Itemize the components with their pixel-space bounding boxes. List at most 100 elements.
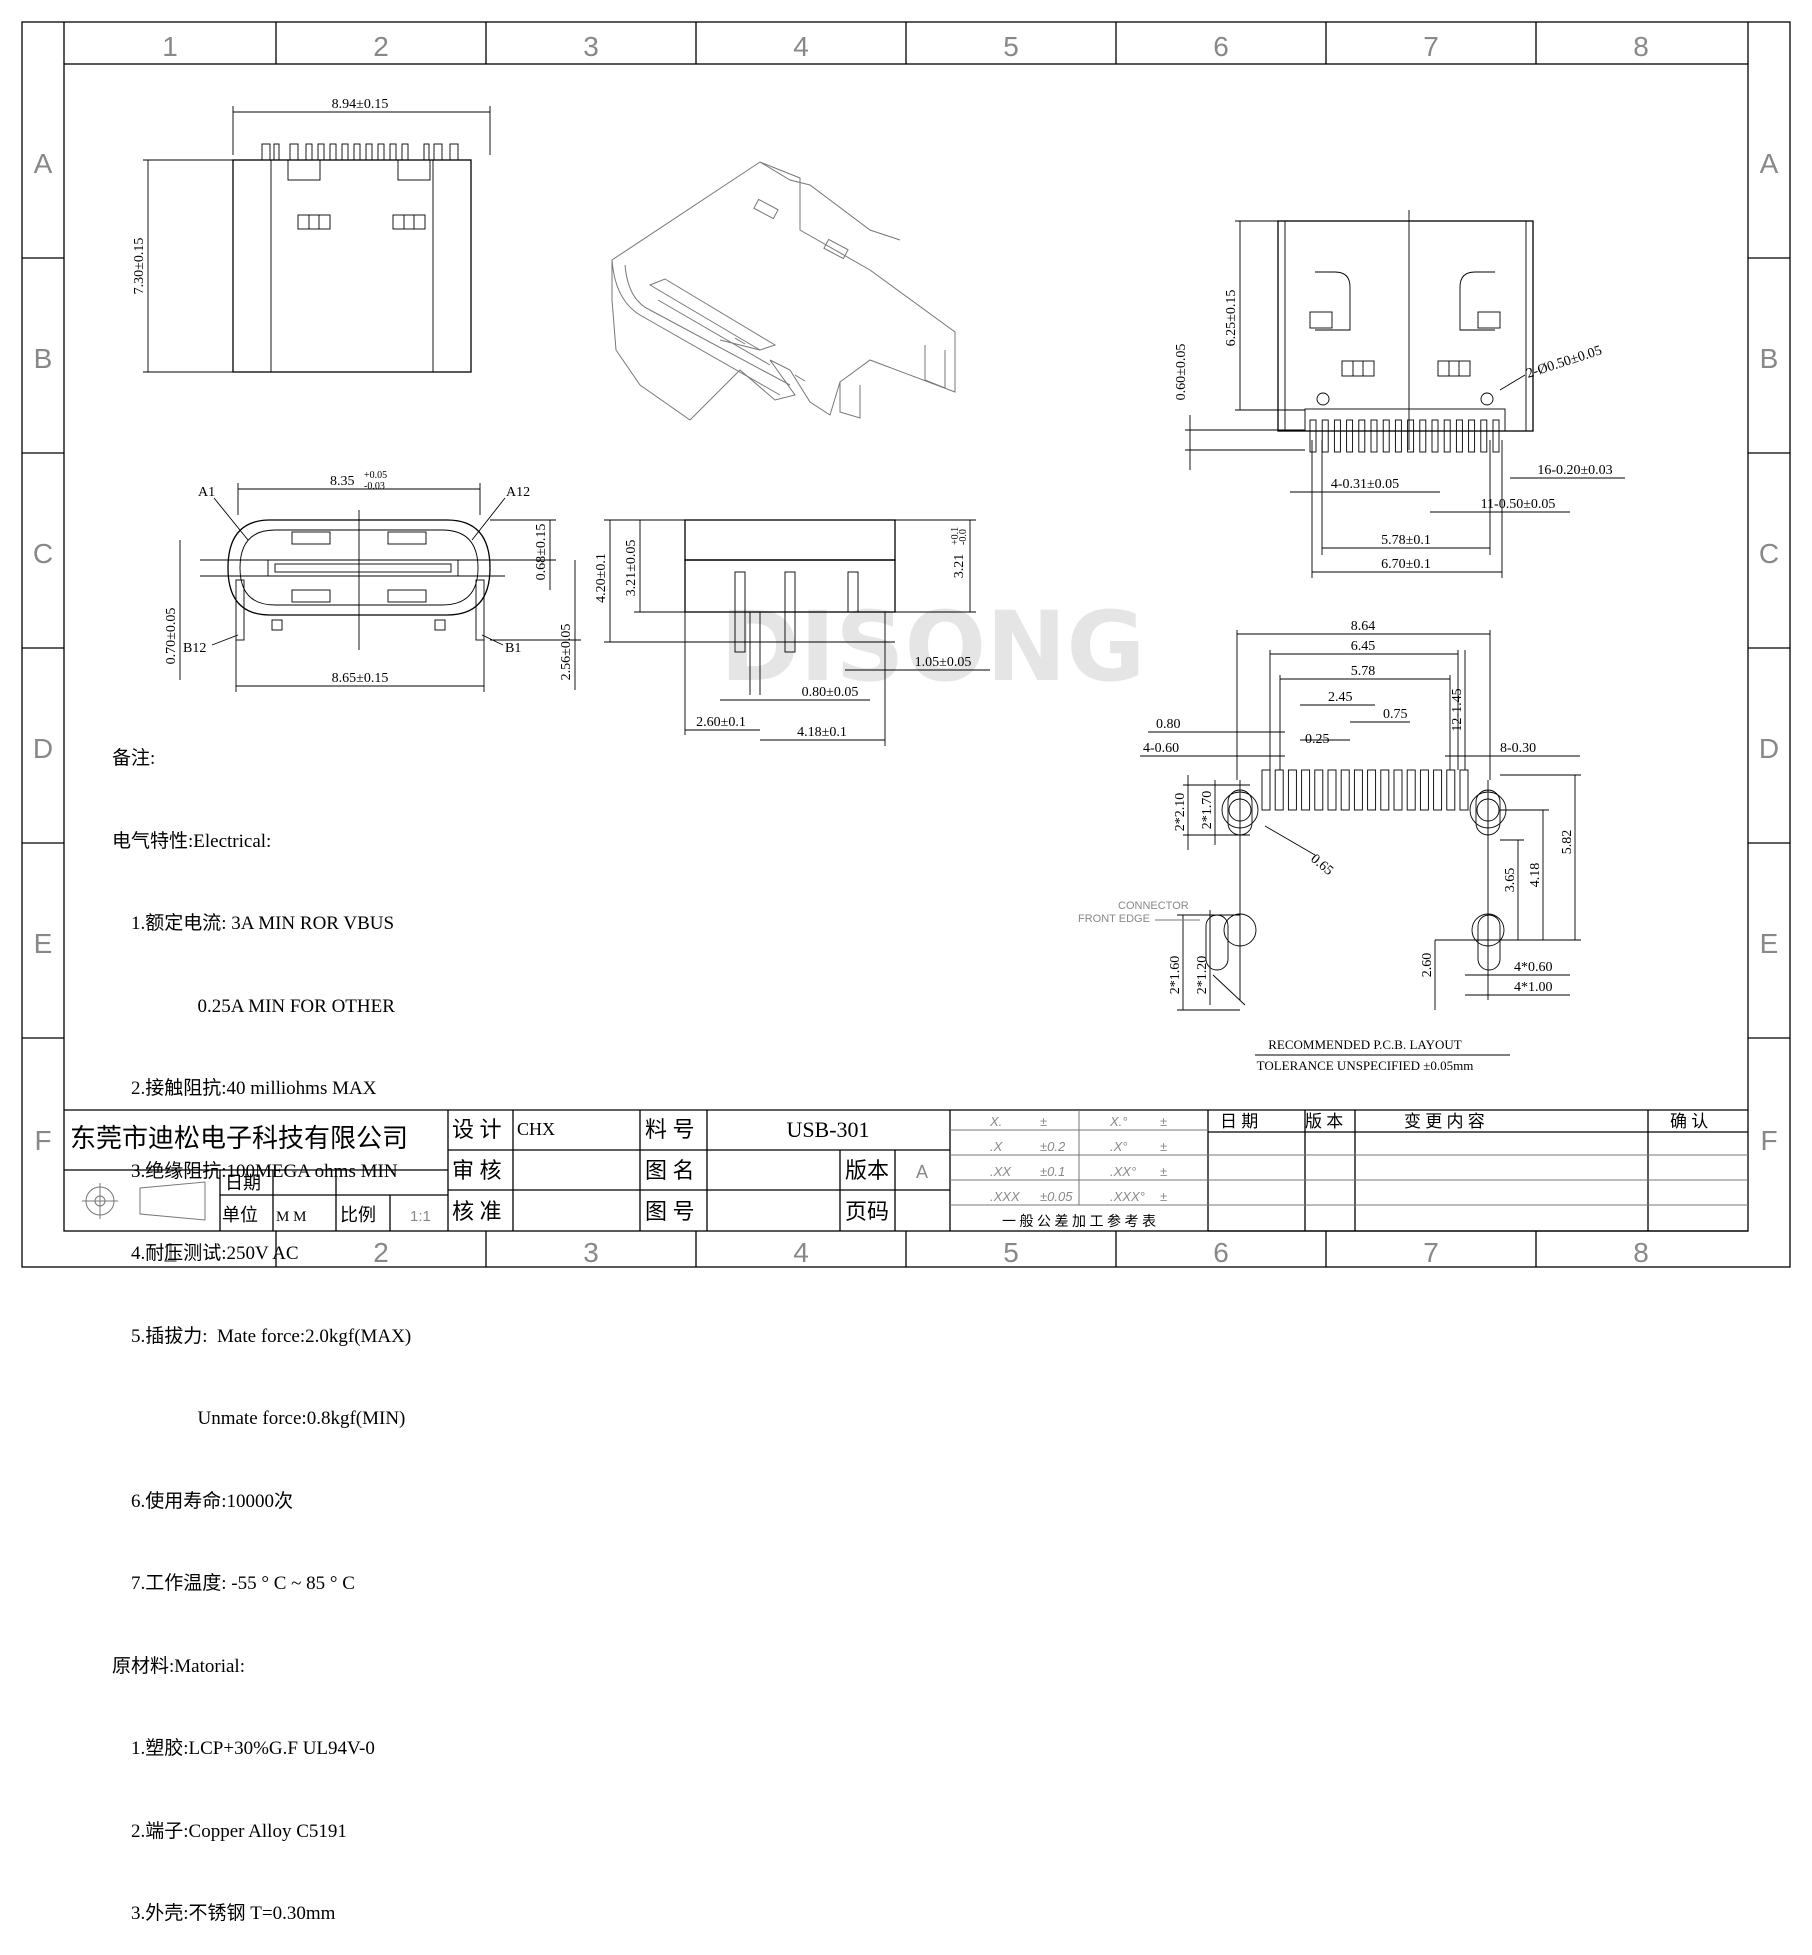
dim-rv-4: 4-0.31±0.05 [1331,477,1399,492]
note-line: 4.耐压测试:250V AC [112,1243,299,1264]
pcb-pad [1314,769,1324,811]
dim-side-321: 3.21±0.05 [624,540,639,597]
label-b1: B1 [505,641,521,656]
pcb-pad [1419,769,1429,811]
dim-side-080: 0.80±0.05 [802,685,859,700]
dim-side-321r-plus: +0.1 [950,527,961,545]
dim-front-256: 2.56±0.05 [559,624,574,681]
pcb-pad [1459,769,1469,811]
pcb-pad [1261,769,1271,811]
terminal-pin [1480,419,1488,453]
column-label: 1 [162,31,178,62]
drawing-name-label: 图 名 [645,1158,695,1183]
notes-block: 备注: 电气特性:Electrical: 1.额定电流: 3A MIN ROR … [112,690,411,1955]
top-view: 8.94±0.15 7.30±0.15 [132,97,491,373]
row-label: D [33,733,53,764]
side-view: 4.20±0.1 3.21±0.05 3.21 +0.1 -0.0 1.05±0… [594,519,990,746]
pcb-pad [1393,769,1403,811]
tolerance-cell: ±0.1 [1040,1164,1065,1179]
dim-pcb-2-170: 2*1.70 [1200,791,1215,830]
dim-side-420: 4.20±0.1 [594,553,609,603]
tolerance-cell: .X° [1110,1139,1127,1154]
dim-front-068: 0.68±0.15 [534,524,549,581]
column-label: 8 [1633,1237,1649,1268]
row-label: B [34,343,53,374]
scale-label: 比例 [340,1205,376,1225]
dim-front-070: 0.70±0.05 [164,608,179,665]
rev-date-header: 日 期 [1220,1112,1258,1131]
column-label: 6 [1213,31,1229,62]
dim-pcb-4-100: 4*1.00 [1514,980,1553,995]
column-label: 6 [1213,1237,1229,1268]
dim-pcb-645: 6.45 [1351,639,1376,654]
pcb-title: RECOMMENDED P.C.B. LAYOUT [1268,1037,1462,1052]
rev-content-header: 变 更 内 容 [1404,1112,1485,1131]
note-line: 0.25A MIN FOR OTHER [112,995,395,1017]
dim-pcb-8-030: 8-0.30 [1500,741,1536,756]
tolerance-cell: ±0.2 [1040,1139,1066,1154]
rev-version-header: 版 本 [1305,1112,1343,1131]
version-label: 版本 [845,1158,889,1183]
dim-pcb-075: 0.75 [1383,707,1408,722]
row-label: E [1760,928,1779,959]
row-label: D [1759,733,1779,764]
dim-side-105: 1.05±0.05 [915,655,972,670]
label-b12: B12 [183,641,206,656]
column-label: 8 [1633,31,1649,62]
pcb-pad [1446,769,1456,811]
dim-rv-11: 11-0.50±0.05 [1481,497,1556,512]
terminal-pin [1358,419,1366,453]
tolerance-cell: ± [1160,1164,1167,1179]
pcb-pad [1380,769,1390,811]
note-line: 7.工作温度: -55 ° C ~ 85 ° C [112,1573,355,1594]
label-a1: A1 [198,485,215,500]
dim-pcb-2-120: 2*1.20 [1195,956,1210,995]
column-label: 3 [583,31,599,62]
scale-value: 1:1 [410,1208,431,1225]
pcb-pad [1301,769,1311,811]
terminal-pin [1492,419,1500,453]
column-label: 4 [793,1237,809,1268]
dim-pcb-260: 2.60 [1420,953,1435,978]
note-line: 1.额定电流: 3A MIN ROR VBUS [112,913,395,934]
dim-rv-625: 6.25±0.15 [1224,290,1239,347]
terminal-pin [1419,419,1427,453]
label-connector: CONNECTOR [1118,900,1189,912]
dim-pcb-080: 0.80 [1156,717,1181,732]
terminal-pin [1346,419,1354,453]
row-label: A [1760,148,1779,179]
note-line: 2.接触阻抗:40 milliohms MAX [112,1078,377,1099]
dim-rv-670: 6.70±0.1 [1381,557,1431,572]
column-label: 7 [1423,31,1439,62]
dim-pcb-2-160: 2*1.60 [1168,956,1183,995]
dim-rv-16: 16-0.20±0.03 [1537,463,1612,478]
pcb-pad [1406,769,1416,811]
note-line: 1.塑胶:LCP+30%G.F UL94V-0 [112,1738,375,1759]
pcb-layout: 8.64 6.45 5.78 2.45 0.75 0.25 0.80 4-0.6… [1078,619,1581,1073]
date-label: 日期 [225,1173,261,1193]
dim-side-321r-minus: -0.0 [958,529,969,545]
note-line: 原材料:Matorial: [112,1655,245,1677]
dim-pcb-4-060b: 4*0.60 [1514,960,1553,975]
terminal-pin [1382,419,1390,453]
label-front-edge: FRONT EDGE [1078,913,1150,925]
tolerance-cell: X.° [1109,1114,1127,1129]
unit-label: 单位 [222,1205,258,1225]
dim-pcb-065: 0.65 [1307,852,1335,879]
tolerance-cell: .XX [990,1164,1012,1179]
watermark: DISONG [720,591,1145,703]
pcb-pad [1274,769,1284,811]
version-value: A [916,1162,928,1182]
tolerance-cell: .XXX [990,1189,1021,1204]
isometric-view [611,161,956,421]
pcb-pad [1287,769,1297,811]
dim-rv-060: 0.60±0.05 [1174,344,1189,401]
terminal-pin [1309,419,1317,453]
dim-pcb-582: 5.82 [1560,830,1575,855]
dim-pcb-365: 3.65 [1503,868,1518,893]
dim-rv-578: 5.78±0.1 [1381,533,1431,548]
tolerance-cell: X. [989,1114,1002,1129]
pcb-pad [1353,769,1363,811]
